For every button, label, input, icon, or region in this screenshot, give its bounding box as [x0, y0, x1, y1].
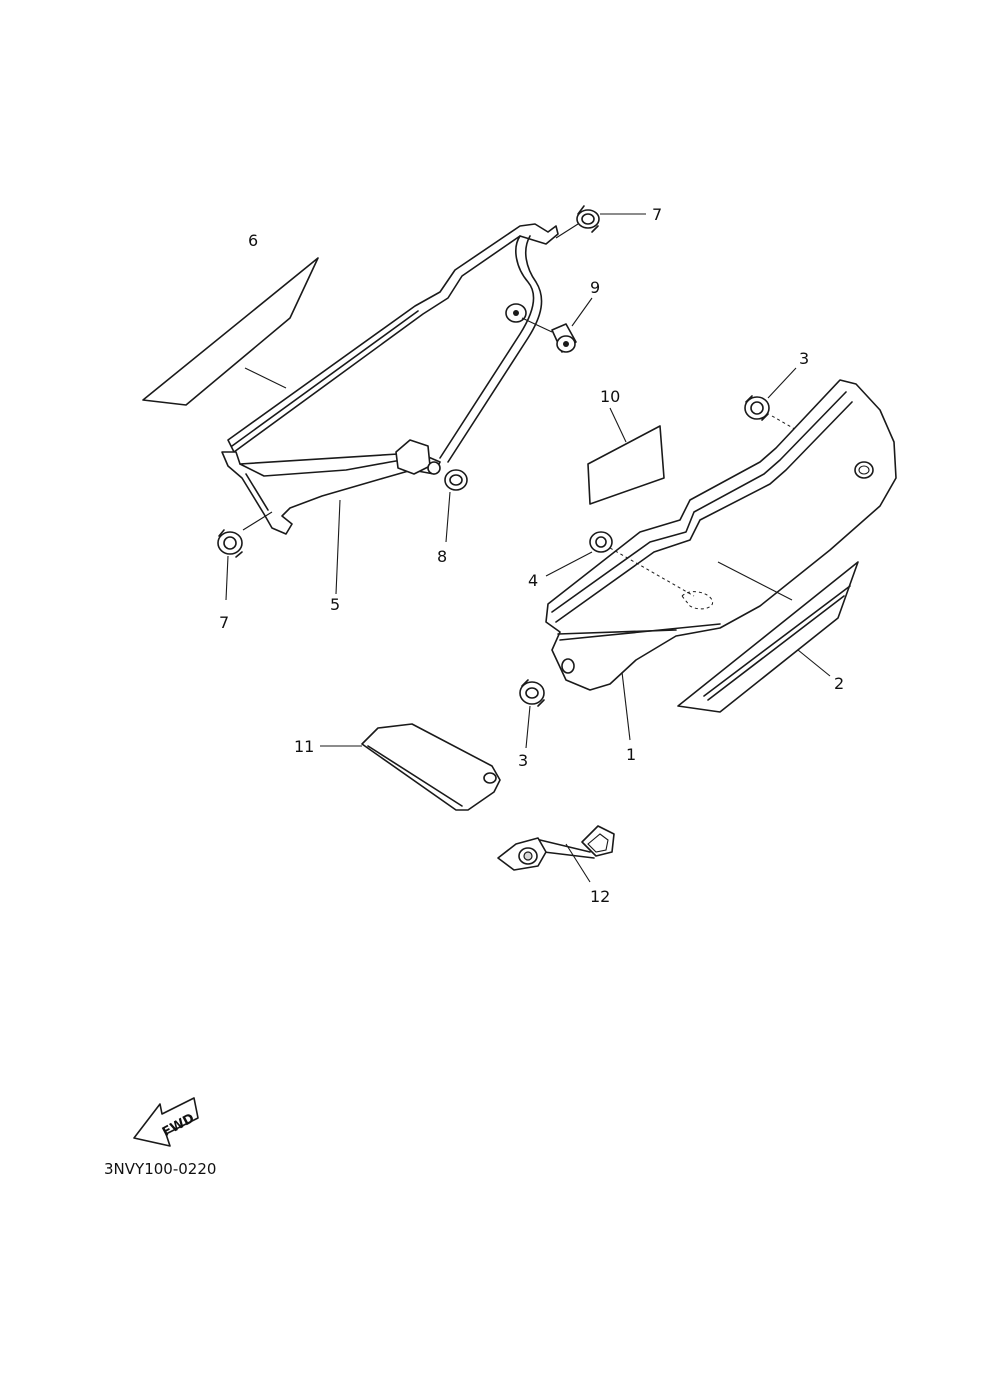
callout-8: 8 [437, 547, 447, 566]
callout-3-bottom: 3 [518, 751, 528, 770]
grommet-part-7-bottom [217, 529, 243, 601]
callout-3-top: 3 [799, 349, 809, 368]
grommet-part-7-top [555, 205, 646, 239]
bracket-part-5 [221, 223, 559, 595]
strap-part-12 [497, 825, 615, 883]
side-cover-part-1 [545, 379, 897, 741]
decal-part-2 [677, 561, 859, 713]
forward-direction-arrow-icon: FWD [133, 1097, 199, 1147]
callout-5: 5 [330, 595, 340, 614]
grommet-part-4 [545, 531, 695, 597]
collar-part-9 [505, 297, 593, 353]
callout-1: 1 [626, 745, 636, 764]
callout-12: 12 [590, 887, 610, 906]
callout-4: 4 [528, 571, 538, 590]
label-part-10 [587, 407, 665, 505]
drawing-code: 3NVY100-0220 [104, 1160, 216, 1178]
tool-pouch-part-11 [320, 723, 501, 811]
callout-7-top: 7 [652, 205, 662, 224]
callout-11: 11 [294, 737, 314, 756]
callout-10: 10 [600, 387, 620, 406]
callout-2: 2 [834, 674, 844, 693]
callout-9: 9 [590, 278, 600, 297]
callout-6: 6 [248, 231, 258, 250]
callout-7-bottom: 7 [219, 613, 229, 632]
decal-part-6 [142, 257, 319, 406]
grommet-part-8 [444, 469, 468, 543]
grommet-part-3-bottom [519, 679, 545, 749]
